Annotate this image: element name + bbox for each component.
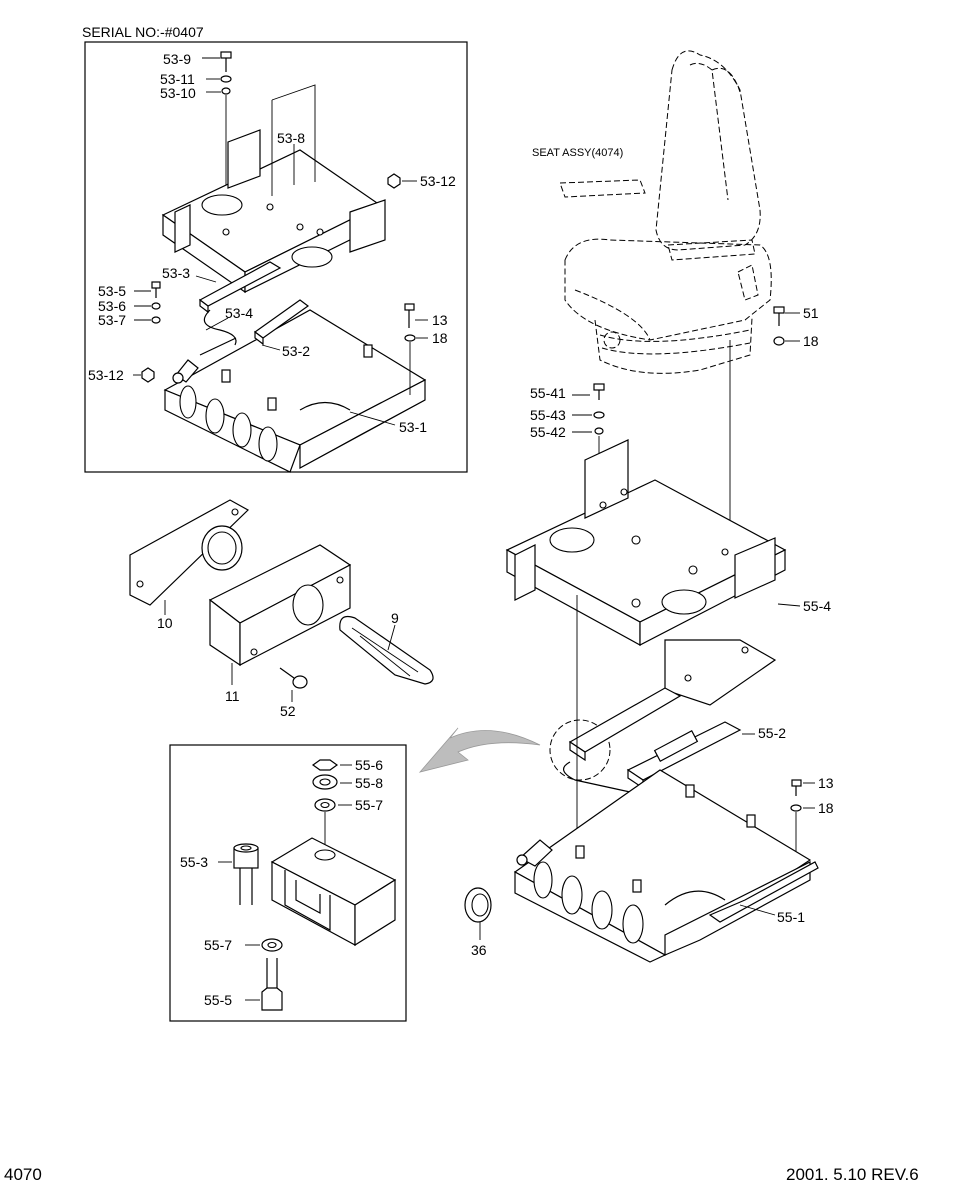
callout-53-7: 53-7 xyxy=(98,312,126,328)
callout-52: 52 xyxy=(280,703,296,719)
grommet-36: 36 xyxy=(464,887,492,958)
nut-53-12-top xyxy=(387,173,401,189)
callout-53-12-top: 53-12 xyxy=(420,173,456,189)
callout-55-42: 55-42 xyxy=(530,424,566,440)
bolt-53-9 xyxy=(220,51,232,72)
bolt-55-5 xyxy=(261,958,283,1011)
callout-18-main: 18 xyxy=(818,800,834,816)
callout-13-inset: 13 xyxy=(432,312,448,328)
lever-53-4 xyxy=(172,337,237,384)
callout-53-3: 53-3 xyxy=(162,265,190,281)
cover-plate-10: 10 xyxy=(129,499,249,631)
detail-circle xyxy=(549,719,611,781)
inset-serial-variant: 53-9 53-11 53-10 53-8 53-12 53-3 53-5 53… xyxy=(84,41,468,473)
washer-53-10 xyxy=(221,87,231,95)
rail-section xyxy=(270,837,397,947)
washer-53-6 xyxy=(151,302,161,310)
callout-55-7-bottom: 55-7 xyxy=(204,937,232,953)
leaders-inset xyxy=(133,57,428,426)
bolt-13-main xyxy=(791,779,802,796)
bolt-51 xyxy=(773,306,785,326)
callout-9: 9 xyxy=(391,610,399,626)
washer-18-seat xyxy=(773,336,785,346)
callout-53-5: 53-5 xyxy=(98,283,126,299)
callout-11: 11 xyxy=(225,688,240,704)
revision-date: 2001. 5.10 REV.6 xyxy=(786,1165,919,1184)
rail-53-2 xyxy=(253,299,310,346)
callout-18-seat: 18 xyxy=(803,333,819,349)
base-55-1: 55-1 xyxy=(513,769,819,963)
callout-55-2: 55-2 xyxy=(758,725,786,741)
callout-53-9: 53-9 xyxy=(163,51,191,67)
callout-55-41: 55-41 xyxy=(530,385,566,401)
callout-51: 51 xyxy=(803,305,819,321)
callout-53-8: 53-8 xyxy=(277,130,305,146)
seat-assy-label: SEAT ASSY(4074) xyxy=(532,147,623,159)
callout-55-1: 55-1 xyxy=(777,909,805,925)
serial-number-label: SERIAL NO:-#0407 xyxy=(82,24,204,40)
callout-18-inset: 18 xyxy=(432,330,448,346)
screw-52: 52 xyxy=(279,667,308,719)
callout-53-11: 53-11 xyxy=(160,71,195,87)
washer-53-11 xyxy=(220,75,232,83)
inset-border-detail xyxy=(169,744,407,1022)
callout-10: 10 xyxy=(157,615,173,631)
inset-rail-detail: 55-6 55-8 55-7 55-3 55-7 55-5 xyxy=(169,744,407,1022)
callout-53-2: 53-2 xyxy=(282,343,310,359)
callout-55-43: 55-43 xyxy=(530,407,566,423)
rails-55-2: 55-2 xyxy=(549,595,786,845)
bolt-55-3 xyxy=(233,843,259,905)
washer-18-main xyxy=(790,804,802,812)
callout-55-8: 55-8 xyxy=(355,775,383,791)
base-53-1 xyxy=(163,309,427,473)
plate-53-8 xyxy=(161,84,386,294)
callout-55-3: 55-3 xyxy=(180,854,208,870)
cover-box-11: 11 xyxy=(208,544,352,704)
page-number: 4070 xyxy=(4,1165,42,1184)
washer-53-7 xyxy=(151,316,161,324)
callout-55-5: 55-5 xyxy=(204,992,232,1008)
callout-53-6: 53-6 xyxy=(98,298,126,314)
callout-55-4: 55-4 xyxy=(803,598,831,614)
callout-55-7-top: 55-7 xyxy=(355,797,383,813)
callout-13-main: 13 xyxy=(818,775,834,791)
bolt-13-inset xyxy=(404,303,415,328)
callout-36: 36 xyxy=(471,942,487,958)
washer-18-inset xyxy=(404,334,416,342)
callout-55-6: 55-6 xyxy=(355,757,383,773)
callout-53-12-bottom: 53-12 xyxy=(88,367,124,383)
detail-arrow xyxy=(418,727,541,773)
callout-53-1: 53-1 xyxy=(399,419,427,435)
bolt-53-5 xyxy=(151,281,161,298)
rail-53-3 xyxy=(198,261,282,346)
plate-55-4: 55-4 xyxy=(505,383,831,706)
nut-55-6 xyxy=(311,759,339,771)
seat-assembly: SEAT ASSY(4074) xyxy=(532,50,772,548)
nut-53-12-bottom xyxy=(141,367,155,383)
inset-border-top xyxy=(84,41,468,473)
callout-53-4: 53-4 xyxy=(225,305,253,321)
callout-53-10: 53-10 xyxy=(160,85,196,101)
lever-handle-9: 9 xyxy=(339,610,434,685)
